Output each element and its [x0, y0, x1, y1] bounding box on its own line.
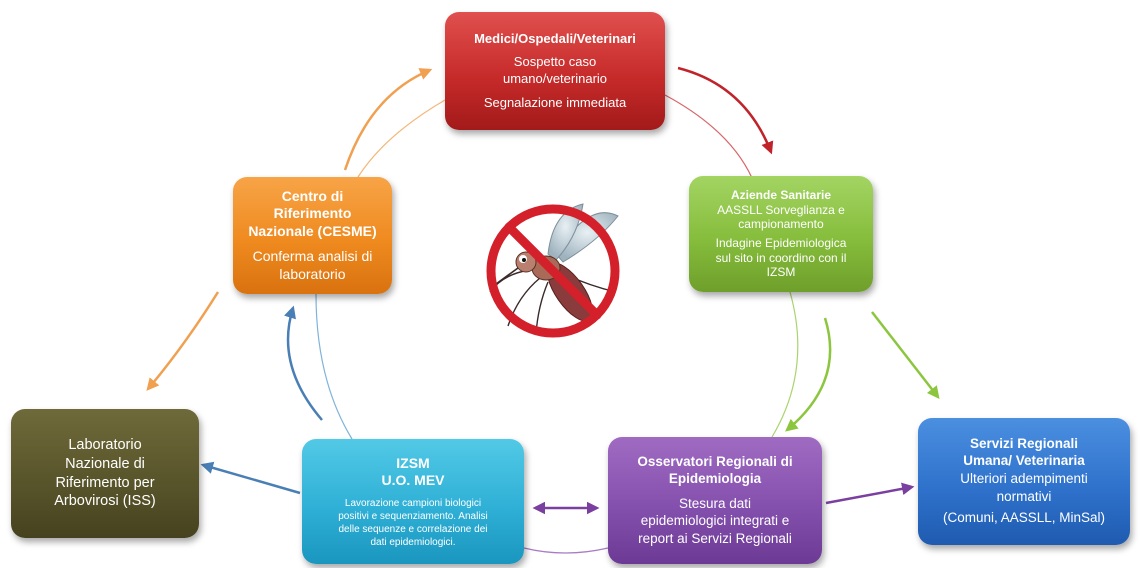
node-line: dati epidemiologici.	[370, 536, 456, 548]
arrow-oss-to-serv	[825, 482, 915, 505]
node-title: Servizi Regionali	[969, 436, 1079, 452]
node-centro-riferimento-cesme: Centro di Riferimento Nazionale (CESME) …	[233, 177, 392, 294]
node-line: Arbovirosi (ISS)	[54, 493, 156, 510]
node-line: Indagine Epidemiologica	[715, 236, 847, 250]
node-line: (Comuni, AASSLL, MinSal)	[942, 510, 1106, 526]
arrow-izsm-to-lab	[200, 461, 301, 495]
node-title: IZSM	[396, 454, 430, 471]
node-line: Nazionale di	[65, 455, 145, 472]
arrow-cesme-to-medici	[343, 68, 433, 171]
node-line: sul sito in coordino con il	[715, 250, 847, 265]
arrow-izsm-to-cesme	[284, 305, 323, 421]
node-line: Sospetto caso	[513, 53, 597, 69]
node-line: epidemiologici integrati e	[640, 513, 790, 529]
node-line: laboratorio	[279, 266, 346, 283]
node-line: IZSM	[766, 265, 796, 280]
node-line: Lavorazione campioni biologici	[344, 497, 482, 509]
node-servizi-regionali: Servizi Regionali Umana/ Veterinaria Ult…	[918, 418, 1130, 545]
node-line: Conferma analisi di	[252, 248, 373, 265]
arrow-cesme-to-lab	[146, 291, 220, 391]
arrow-aziende-to-oss	[785, 317, 832, 432]
node-title: Epidemiologia	[668, 470, 762, 486]
node-line: AASSLL Sorveglianza e	[717, 202, 845, 217]
node-title: Medici/Ospedali/Veterinari	[474, 30, 636, 46]
circle-arc-blue	[315, 293, 353, 440]
arrow-aziende-to-serv	[871, 311, 940, 399]
node-title: Osservatori Regionali di	[637, 453, 793, 469]
node-medici-ospedali-veterinari: Medici/Ospedali/Veterinari Sospetto caso…	[445, 12, 665, 130]
node-izsm-uo-mev: IZSM U.O. MEV Lavorazione campioni biolo…	[302, 439, 524, 564]
node-line: campionamento	[738, 217, 824, 232]
node-osservatori-regionali: Osservatori Regionali di Epidemiologia S…	[608, 437, 822, 564]
node-aziende-sanitarie: Aziende Sanitarie AASSLL Sorveglianza e …	[689, 176, 873, 292]
node-title: Umana/ Veterinaria	[963, 453, 1085, 469]
node-line: Laboratorio	[68, 436, 142, 453]
node-line: positivi e sequenziamento. Analisi	[338, 510, 488, 522]
circle-arc-red	[664, 94, 753, 179]
node-line: Ulteriori adempimenti	[960, 471, 1088, 487]
arrow-medici-to-aziende	[677, 66, 774, 155]
node-line: delle sequenze e correlazione dei	[338, 523, 488, 535]
node-laboratorio-nazionale-iss: Laboratorio Nazionale di Riferimento per…	[11, 409, 199, 538]
circle-arc-purple	[523, 547, 609, 554]
node-line: Segnalazione immediata	[483, 94, 627, 110]
node-line: Riferimento per	[55, 474, 155, 491]
node-line: report ai Servizi Regionali	[638, 530, 792, 546]
node-title: Centro di Riferimento	[273, 187, 352, 222]
node-title: Nazionale (CESME)	[248, 222, 377, 239]
node-line: Stesura dati	[678, 495, 752, 511]
node-line: normativi	[996, 488, 1052, 504]
circle-arc-orange	[357, 99, 446, 178]
node-line: umano/veterinario	[502, 70, 608, 86]
circle-arc-green	[771, 291, 799, 438]
node-title: Aziende Sanitarie	[730, 188, 832, 203]
node-title: U.O. MEV	[381, 472, 445, 488]
no-mosquito-icon	[486, 203, 620, 338]
